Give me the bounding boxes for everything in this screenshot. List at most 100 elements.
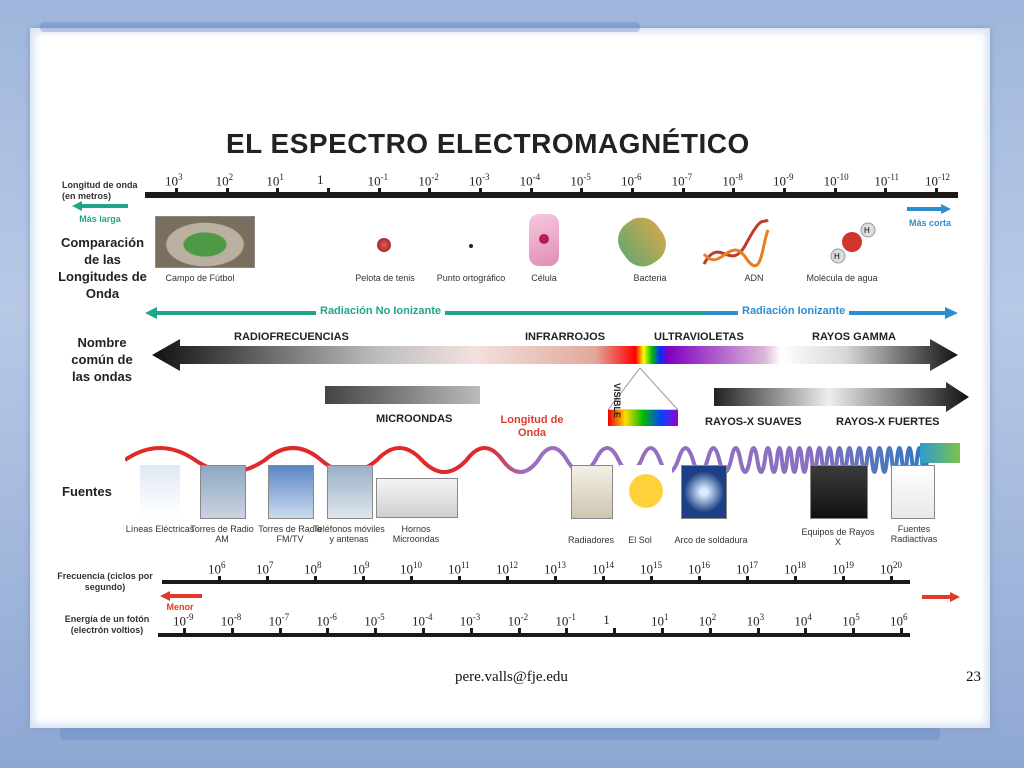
svg-text:H: H xyxy=(834,252,840,261)
frequency-tick: 1013 xyxy=(544,560,566,577)
wavelength-tick-mark xyxy=(833,188,837,196)
comparison-label: Comparación de las Longitudes de Onda xyxy=(58,235,147,301)
wavelength-tick: 10-10 xyxy=(823,172,849,189)
fm-tower-icon xyxy=(268,465,314,519)
wavelength-tick: 102 xyxy=(215,172,234,189)
wavelength-tick-mark xyxy=(935,188,938,196)
frequency-tick-mark xyxy=(554,576,557,584)
lower-label: Menor xyxy=(166,602,194,612)
wavelength-tick-mark xyxy=(681,188,685,196)
wave-curve xyxy=(125,446,929,474)
band-gamma: RAYOS GAMMA xyxy=(812,331,896,343)
frequency-tick-mark xyxy=(842,576,845,584)
shorter-label: Más corta xyxy=(908,218,952,228)
brush-stroke-top xyxy=(40,22,640,32)
source-caption: Torres de Radio AM xyxy=(190,524,254,544)
wavelength-tick-mark xyxy=(631,188,634,196)
wavelength-tick-mark xyxy=(479,188,482,196)
water-molecule-icon: HH xyxy=(830,222,876,264)
longer-arrow-icon xyxy=(72,201,128,211)
longer-label: Más larga xyxy=(79,214,121,224)
band-microwaves: MICROONDAS xyxy=(376,413,453,425)
wavelength-tick-mark xyxy=(884,188,888,196)
lower-arrow-icon xyxy=(160,591,202,601)
dna-icon xyxy=(702,218,770,268)
energy-tick: 1 xyxy=(603,612,610,627)
energy-tick: 105 xyxy=(842,612,860,629)
energy-tick-mark xyxy=(852,628,856,636)
energy-tick-mark xyxy=(183,628,186,636)
common-name-label: Nombre común de las ondas xyxy=(71,335,133,384)
energy-tick-mark xyxy=(230,628,234,636)
comparison-caption: Bacteria xyxy=(633,273,667,283)
wavelength-tick: 10-6 xyxy=(621,172,642,189)
wavelength-tick-mark xyxy=(428,188,432,196)
energy-tick: 10-8 xyxy=(220,612,242,629)
frequency-tick-mark xyxy=(890,576,893,584)
energy-tick: 10-6 xyxy=(316,612,337,629)
ionizing-label: Radiación Ionizante xyxy=(738,305,850,317)
wavelength-tick: 10-3 xyxy=(469,172,490,189)
wavelength-tick: 10-5 xyxy=(570,172,591,189)
radiator-icon xyxy=(571,465,613,519)
source-caption: Torres de Radio FM/TV xyxy=(258,524,322,544)
frequency-tick-mark xyxy=(362,576,365,584)
higher-arrow-icon xyxy=(922,592,960,602)
source-caption: Arco de soldadura xyxy=(674,535,748,545)
wavelength-tick: 10-12 xyxy=(925,172,950,189)
energy-tick-mark xyxy=(613,628,617,636)
wavelength-tick-mark xyxy=(327,188,330,196)
frequency-tick-mark xyxy=(266,576,269,584)
wavelength-tick-mark xyxy=(580,188,584,196)
wavelength-tick: 10-4 xyxy=(519,172,541,189)
frequency-tick: 1018 xyxy=(784,560,806,577)
energy-tick-mark xyxy=(756,628,760,636)
source-caption: Radiadores xyxy=(567,535,615,545)
antenna-icon xyxy=(327,465,373,519)
frequency-tick: 1010 xyxy=(400,560,422,577)
wavelength-tick: 10-11 xyxy=(874,172,899,189)
wavelength-tick-mark xyxy=(225,188,229,196)
frequency-tick: 106 xyxy=(208,560,226,577)
wavelength-tick-mark xyxy=(276,188,280,196)
comparison-caption: Célula xyxy=(531,273,557,283)
frequency-tick: 1014 xyxy=(592,560,614,577)
source-caption: Teléfonos móviles y antenas xyxy=(313,524,385,544)
sources-label: Fuentes xyxy=(62,484,112,499)
energy-tick-mark xyxy=(517,628,521,636)
wavelength-tick: 10-8 xyxy=(722,172,743,189)
frequency-tick-mark xyxy=(314,576,317,584)
energy-tick: 10-5 xyxy=(364,612,385,629)
slide-page xyxy=(30,28,990,728)
energy-tick-mark xyxy=(278,628,282,636)
frequency-tick-mark xyxy=(410,576,413,584)
wavelength-tick: 10-2 xyxy=(418,172,439,189)
xray-hand-icon xyxy=(810,465,868,519)
frequency-tick-mark xyxy=(698,576,701,584)
sun-icon xyxy=(620,465,672,517)
energy-tick: 10-4 xyxy=(412,612,433,629)
energy-tick-mark xyxy=(469,628,473,636)
wavelength-tick: 10-9 xyxy=(773,172,794,189)
wavelength-tick: 10-1 xyxy=(367,172,389,189)
comparison-caption: Molécula de agua xyxy=(806,273,878,283)
wavelength-tick-mark xyxy=(783,188,786,196)
wavelength-tick: 103 xyxy=(165,172,183,189)
comparison-caption: ADN xyxy=(744,273,764,283)
microwave-band-bar xyxy=(325,386,480,404)
wavelength-tick-mark xyxy=(175,188,178,196)
wavelength-tick-mark xyxy=(377,188,381,196)
band-soft-xrays: RAYOS-X SUAVES xyxy=(705,416,802,428)
wavelength-note: Longitud de Onda xyxy=(500,414,564,439)
band-visible: VISIBLE xyxy=(612,383,622,419)
comparison-caption: Pelota de tenis xyxy=(355,273,415,283)
frequency-tick: 1011 xyxy=(448,560,470,577)
energy-tick: 10-1 xyxy=(555,612,576,629)
energy-tick-mark xyxy=(422,628,425,636)
comparison-caption: Punto ortográfico xyxy=(436,273,506,283)
frequency-tick-mark xyxy=(506,576,509,584)
frequency-tick-mark xyxy=(794,576,797,584)
band-ultraviolet: ULTRAVIOLETAS xyxy=(654,331,744,343)
power-line-icon xyxy=(140,465,180,517)
energy-tick: 10-3 xyxy=(459,612,481,629)
